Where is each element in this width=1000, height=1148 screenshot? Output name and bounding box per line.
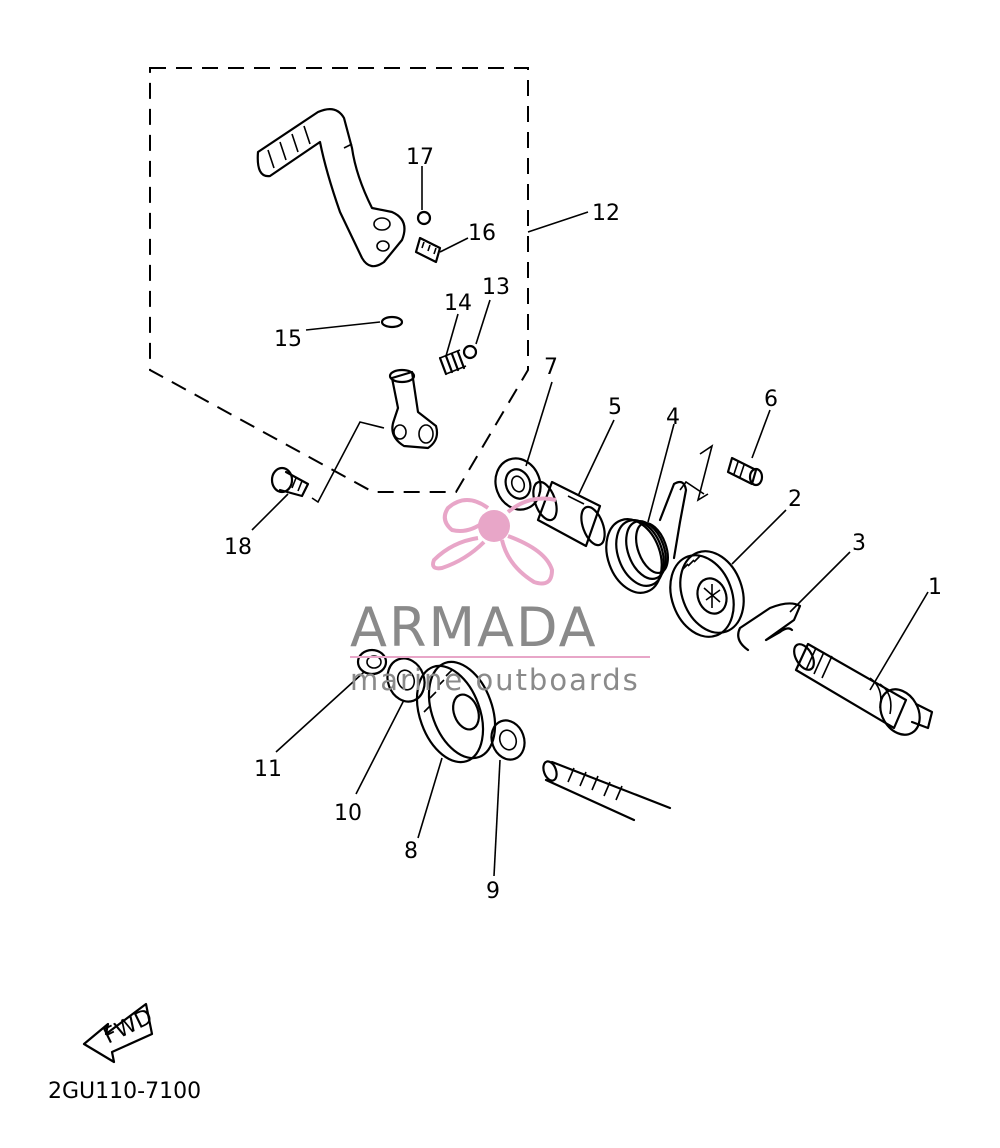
part-16-bolt — [414, 236, 442, 264]
propeller-logo-icon — [431, 496, 557, 586]
diagram-code: 2GU110-7100 — [48, 1079, 201, 1104]
kick-boss — [388, 368, 439, 450]
leader-18-to-boss — [311, 421, 385, 504]
callout-9: 9 — [486, 879, 500, 904]
watermark-tagline: marine outboards — [350, 663, 640, 697]
part-14-spring — [438, 349, 467, 376]
leader-4-to-6 — [696, 444, 714, 502]
fwd-arrow-icon: FWD — [82, 1002, 157, 1064]
callout-6: 6 — [764, 387, 778, 412]
callout-16: 16 — [468, 221, 496, 246]
part-1-kick-axle — [793, 642, 934, 736]
watermark-brand: ARMADA — [350, 596, 598, 659]
part-18-bolt — [270, 466, 310, 498]
callout-8: 8 — [404, 839, 418, 864]
part-8-idle-gear — [415, 660, 497, 764]
part-9-washer — [490, 719, 526, 761]
part-15-clip — [380, 315, 404, 329]
part-7-oil-seal — [494, 457, 542, 511]
assembly-12-boundary — [149, 67, 529, 493]
kick-crank-arm — [256, 107, 406, 268]
part-17-ball — [416, 210, 432, 226]
callout-5: 5 — [608, 395, 622, 420]
callout-3: 3 — [852, 531, 866, 556]
armada-watermark: ARMADA marine outboards — [350, 496, 650, 697]
part-5-sleeve — [532, 480, 606, 548]
leader-lines — [251, 166, 929, 877]
callout-15: 15 — [274, 327, 302, 352]
part-13-ball — [462, 344, 478, 360]
callout-labels: 1 2 3 4 5 6 7 8 9 10 11 12 13 14 15 16 1… — [224, 145, 942, 904]
part-3-clip — [737, 602, 802, 652]
callout-7: 7 — [544, 355, 558, 380]
callout-10: 10 — [334, 801, 362, 826]
callout-1: 1 — [928, 575, 942, 600]
callout-17: 17 — [406, 145, 434, 170]
part-4-torsion-spring — [605, 480, 705, 594]
callout-13: 13 — [482, 275, 510, 300]
callout-14: 14 — [444, 291, 472, 316]
callout-2: 2 — [788, 487, 802, 512]
shaft — [542, 760, 672, 822]
part-2-ratchet — [669, 550, 745, 638]
callout-4: 4 — [666, 405, 680, 430]
part-6-plug — [726, 456, 764, 487]
callout-11: 11 — [254, 757, 282, 782]
callout-18: 18 — [224, 535, 252, 560]
callout-12: 12 — [592, 201, 620, 226]
fwd-label: FWD — [100, 1004, 157, 1049]
